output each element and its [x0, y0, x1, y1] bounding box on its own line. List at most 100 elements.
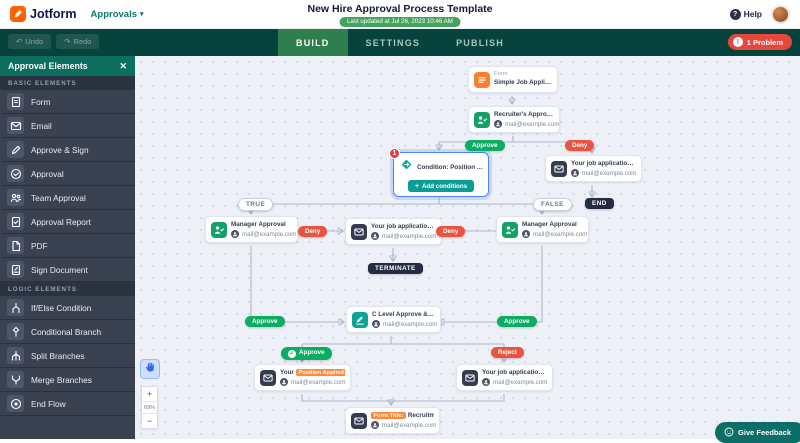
avatar-icon	[371, 421, 379, 429]
sign-document-icon	[7, 261, 24, 278]
warning-icon: !	[732, 37, 743, 47]
edge-label-deny-2[interactable]: Deny	[298, 226, 328, 238]
node-manager-approval-right[interactable]: Manager Approval mail@example.com	[496, 216, 589, 243]
sidebar-item-approve-sign[interactable]: Approve & Sign	[0, 138, 135, 162]
pan-tool-button[interactable]	[140, 359, 160, 379]
node-condition[interactable]: 1 Condition: Position Applied + Add cond…	[389, 148, 489, 197]
tab-settings[interactable]: SETTINGS	[365, 37, 421, 48]
edge-label-false[interactable]: FALSE	[533, 198, 572, 212]
section-logic-elements: LOGIC ELEMENTS	[0, 282, 135, 296]
sidebar-item-ifelse-condition[interactable]: If/Else Condition	[0, 296, 135, 320]
sidebar-item-end-flow[interactable]: End Flow	[0, 392, 135, 416]
form-node-icon	[474, 72, 490, 88]
help-icon: ?	[729, 8, 741, 20]
avatar-icon	[280, 378, 288, 386]
edge-label-approve-4[interactable]: ✓ Approve	[281, 347, 332, 360]
problem-badge[interactable]: ! 1 Problem	[727, 34, 792, 50]
add-conditions-button[interactable]: + Add conditions	[407, 180, 475, 192]
node-email-center[interactable]: Your job application has been... mail@ex…	[345, 218, 442, 245]
email-node-icon	[551, 161, 567, 177]
elements-sidebar: Approval Elements ✕ BASIC ELEMENTS Form …	[0, 56, 135, 439]
node-email-deny[interactable]: Your job application has been... mail@ex…	[545, 155, 642, 182]
feedback-button[interactable]: Give Feedback	[715, 422, 800, 443]
last-updated-badge: Last updated at Jul 26, 2023 10:46 AM	[339, 16, 461, 27]
node-end[interactable]: END	[585, 198, 614, 210]
edge-label-true[interactable]: TRUE	[238, 198, 274, 212]
node-clevel-approve-sign[interactable]: C Level Approve & Sign mail@example.com	[346, 306, 441, 333]
ifelse-icon	[7, 299, 24, 316]
tab-build[interactable]: BUILD	[277, 29, 348, 56]
pdf-icon	[7, 237, 24, 254]
sidebar-item-approval[interactable]: Approval	[0, 162, 135, 186]
sidebar-item-email[interactable]: Email	[0, 114, 135, 138]
edge-label-reject[interactable]: Reject	[491, 347, 524, 359]
email-node-icon	[351, 413, 367, 429]
chevron-down-icon: ▾	[140, 11, 144, 18]
builder-tabs: BUILD SETTINGS PUBLISH	[277, 29, 522, 56]
node-recruiter-approval[interactable]: Recruiter's Approval mail@example.com	[468, 106, 560, 133]
undo-button[interactable]: ↶ Undo	[8, 34, 52, 49]
redo-button[interactable]: ↷ Redo	[56, 34, 100, 49]
pen-icon	[7, 141, 24, 158]
tab-publish[interactable]: PUBLISH	[456, 37, 505, 48]
sidebar-item-team-approval[interactable]: Team Approval	[0, 186, 135, 210]
section-basic-elements: BASIC ELEMENTS	[0, 76, 135, 90]
jotform-logo-icon	[10, 6, 26, 22]
avatar-icon	[522, 230, 530, 238]
sidebar-item-pdf[interactable]: PDF	[0, 234, 135, 258]
avatar-icon	[494, 120, 502, 128]
node-manager-approval-left[interactable]: Manager Approval mail@example.com	[205, 216, 298, 243]
node-email-merged[interactable]: Form Title: Recruitment Re... mail@examp…	[345, 407, 440, 434]
sidebar-item-conditional-branch[interactable]: Conditional Branch	[0, 320, 135, 344]
sidebar-header: Approval Elements ✕	[0, 56, 135, 76]
workflow-canvas[interactable]: Form Simple Job Application Fo... Recrui…	[135, 56, 800, 443]
jotform-logo[interactable]: Jotform	[10, 6, 77, 22]
edge-label-approve-3[interactable]: Approve	[497, 316, 537, 328]
edge-label-deny-1[interactable]: Deny	[565, 140, 595, 152]
user-avatar[interactable]	[771, 4, 790, 24]
avatar-icon	[231, 230, 239, 238]
edge-label-approve-1[interactable]: Approve	[465, 140, 505, 152]
plus-icon: +	[414, 182, 420, 190]
avatar-icon	[482, 378, 490, 386]
edge-label-deny-3[interactable]: Deny	[436, 226, 466, 238]
logo-text: Jotform	[30, 7, 77, 21]
approval-node-icon	[502, 222, 518, 238]
hand-icon	[144, 360, 156, 378]
team-icon	[7, 189, 24, 206]
close-icon[interactable]: ✕	[119, 60, 127, 71]
error-count-badge: 1	[389, 148, 400, 159]
approvals-menu[interactable]: Approvals ▾	[90, 8, 144, 20]
zoom-in-button[interactable]: +	[142, 387, 157, 401]
node-form[interactable]: Form Simple Job Application Fo...	[468, 66, 558, 93]
sidebar-item-sign-document[interactable]: Sign Document	[0, 258, 135, 282]
sidebar-item-merge-branches[interactable]: Merge Branches	[0, 368, 135, 392]
split-branches-icon	[7, 347, 24, 364]
field-token: Form Title:	[371, 412, 406, 419]
zoom-level: 69%	[142, 401, 157, 414]
email-node-icon	[351, 224, 367, 240]
approval-node-icon	[474, 112, 490, 128]
edge-label-approve-2[interactable]: Approve	[245, 316, 285, 328]
merge-branches-icon	[7, 371, 24, 388]
sidebar-item-approval-report[interactable]: Approval Report	[0, 210, 135, 234]
help-button[interactable]: ? Help	[729, 8, 762, 20]
sidebar-item-form[interactable]: Form	[0, 90, 135, 114]
redo-icon: ↷	[64, 37, 71, 46]
avatar-icon	[571, 169, 579, 177]
builder-toolbar: ↶ Undo ↷ Redo BUILD SETTINGS PUBLISH ! 1…	[0, 29, 800, 56]
report-icon	[7, 213, 24, 230]
zoom-controls: + 69% −	[141, 386, 158, 429]
sidebar-item-split-branches[interactable]: Split Branches	[0, 344, 135, 368]
node-terminate[interactable]: TERMINATE	[368, 263, 423, 275]
email-icon	[7, 117, 24, 134]
email-node-icon	[462, 370, 478, 386]
node-email-rejected[interactable]: Your job application has been... mail@ex…	[456, 364, 553, 391]
avatar-icon	[372, 320, 380, 328]
form-icon	[7, 93, 24, 110]
email-node-icon	[260, 370, 276, 386]
sign-node-icon	[352, 312, 368, 328]
node-email-approved[interactable]: Your Position Applied app... mail@exampl…	[254, 364, 351, 391]
zoom-out-button[interactable]: −	[142, 414, 157, 428]
avatar-icon	[371, 232, 379, 240]
